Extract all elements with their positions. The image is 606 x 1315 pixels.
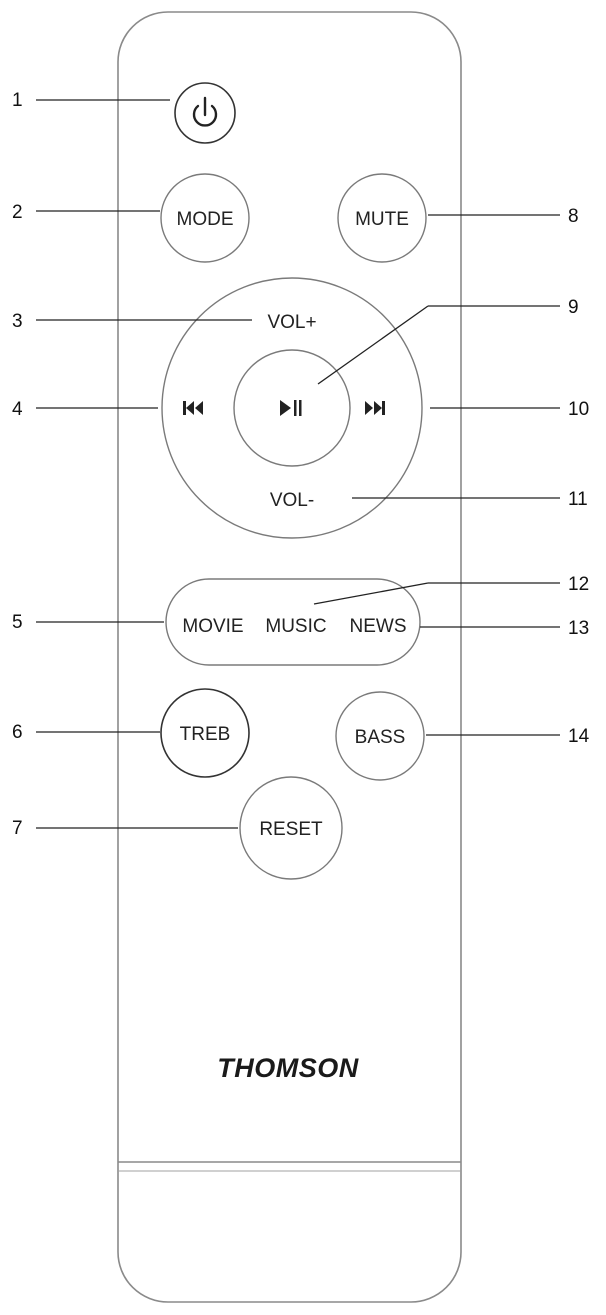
callout-5: 5 — [12, 612, 23, 633]
reset-label: RESET — [259, 819, 323, 840]
mute-button[interactable]: MUTE — [337, 173, 427, 263]
play-pause-icon — [280, 400, 302, 416]
mode-label: MODE — [177, 209, 234, 230]
vol-minus-button[interactable]: VOL- — [270, 490, 314, 511]
sound-mode-pill: MOVIE MUSIC NEWS — [165, 578, 421, 666]
mute-label: MUTE — [355, 209, 409, 230]
bass-button[interactable]: BASS — [335, 691, 425, 781]
callout-10: 10 — [568, 399, 589, 420]
mode-button[interactable]: MODE — [160, 173, 250, 263]
callout-14: 14 — [568, 726, 590, 747]
callout-3: 3 — [12, 311, 23, 332]
callout-7: 7 — [12, 818, 23, 839]
callout-1: 1 — [12, 90, 23, 111]
skip-next-button[interactable] — [365, 401, 385, 415]
movie-button[interactable]: MOVIE — [182, 616, 243, 637]
music-button[interactable]: MUSIC — [265, 616, 326, 637]
skip-previous-icon — [183, 401, 203, 415]
power-button[interactable] — [174, 82, 236, 144]
brand-logo: THOMSON — [217, 1053, 359, 1083]
navigation-ring: VOL+ VOL- — [161, 277, 423, 539]
treb-button[interactable]: TREB — [160, 688, 250, 778]
callout-13: 13 — [568, 618, 589, 639]
callout-4: 4 — [12, 399, 23, 420]
callout-6: 6 — [12, 722, 23, 743]
news-button[interactable]: NEWS — [350, 616, 407, 637]
skip-next-icon — [365, 401, 385, 415]
reset-button[interactable]: RESET — [239, 776, 343, 880]
callout-2: 2 — [12, 202, 23, 223]
play-pause-button[interactable] — [233, 349, 351, 467]
callout-9: 9 — [568, 297, 579, 318]
power-icon — [192, 96, 218, 127]
callout-11: 11 — [568, 489, 588, 510]
vol-plus-button[interactable]: VOL+ — [267, 312, 316, 333]
callout-8: 8 — [568, 206, 579, 227]
skip-previous-button[interactable] — [183, 401, 203, 415]
callout-12: 12 — [568, 574, 589, 595]
bass-label: BASS — [355, 727, 406, 748]
treb-label: TREB — [180, 724, 231, 745]
callout-leaders — [36, 99, 560, 829]
remote-body — [117, 11, 462, 1303]
